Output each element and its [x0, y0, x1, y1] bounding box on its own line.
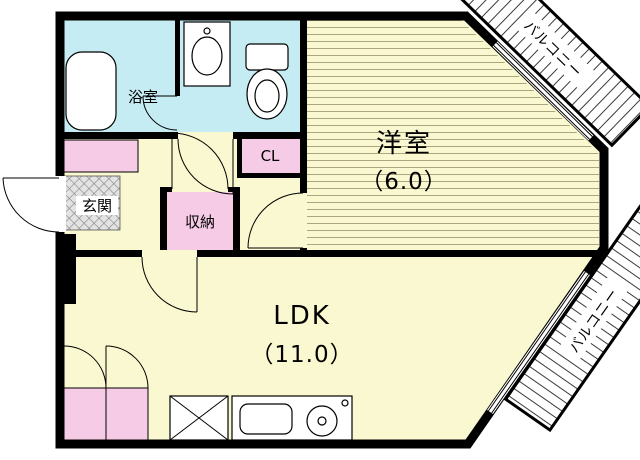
washer-box-x2: [169, 395, 229, 441]
closet-cl-label: CL: [261, 147, 280, 165]
balcony-lower-label-bg: [557, 275, 629, 364]
entrance-label-bg: [76, 196, 118, 215]
ldk-size: （11.0）: [250, 342, 353, 368]
wall-cl-bottom: [237, 173, 303, 178]
bathroom-label: 浴室: [128, 88, 158, 106]
ldk-door-arc: [141, 256, 198, 313]
window-upper-gap: [492, 41, 594, 141]
wall-ldk-top-left: [60, 250, 142, 257]
kitchen-sink: [239, 403, 293, 435]
balcony-upper-label-bg: [513, 8, 595, 89]
outer-wall: [55, 11, 609, 449]
stove-burner-center: [317, 416, 327, 426]
vanity-faucet: [203, 27, 211, 35]
vanity-basin: [191, 36, 223, 76]
kitchen: [169, 395, 353, 441]
bathroom-door-arc: [142, 95, 178, 131]
washroom-door-arc: [177, 138, 234, 195]
wall-storage-top-a: [167, 187, 172, 192]
storage-floor: [167, 192, 233, 250]
kitchen-faucet: [341, 399, 349, 407]
entrance-door-arc: [2, 177, 60, 233]
storage-door-arc: [171, 132, 229, 190]
windows: [487, 41, 594, 415]
bathtub: [65, 51, 117, 131]
toilet: [245, 43, 289, 120]
wall-under-bathroom: [60, 132, 178, 139]
storage-label: 収納: [185, 213, 215, 231]
toilet-tank: [245, 43, 289, 71]
western-room-door-arc: [247, 192, 304, 249]
entrance-cabinet: [63, 139, 139, 173]
closet-cl-floor: [242, 139, 300, 173]
walls: [55, 11, 609, 449]
wall-storage-left: [160, 187, 167, 250]
labels: 浴室 玄関 CL 収納 洋室 （6.0） LDK （11.0）: [76, 88, 448, 368]
window-lower-pane2: [487, 271, 586, 412]
closet-left-a: [63, 387, 107, 441]
window-upper-pane2: [493, 45, 590, 140]
wall-ldk-top-right: [197, 250, 601, 257]
toilet-seat: [254, 79, 280, 113]
door-arcs: [2, 95, 304, 389]
pillar: [56, 234, 76, 304]
window-lower-pane1: [491, 273, 590, 414]
wall-storage-top-b: [228, 187, 233, 192]
ldk-label: LDK: [273, 301, 331, 331]
closet-door-arcs: [63, 345, 149, 389]
wall-western-left-upper: [300, 20, 307, 193]
wall-bath-washroom: [175, 20, 180, 96]
western-room-size: （6.0）: [360, 169, 448, 195]
closet-left-b: [105, 387, 149, 441]
wall-under-washroom: [233, 132, 307, 139]
window-lower-gap: [487, 270, 590, 415]
vanity-sink: [183, 21, 231, 87]
western-room-floor: [307, 20, 599, 250]
wall-cl-left: [237, 139, 242, 178]
entrance-opening: [53, 176, 66, 232]
window-upper-pane1: [496, 42, 593, 137]
wall-storage-right: [233, 187, 240, 250]
western-room-label: 洋室: [376, 129, 432, 159]
entrance-label: 玄関: [82, 197, 112, 215]
